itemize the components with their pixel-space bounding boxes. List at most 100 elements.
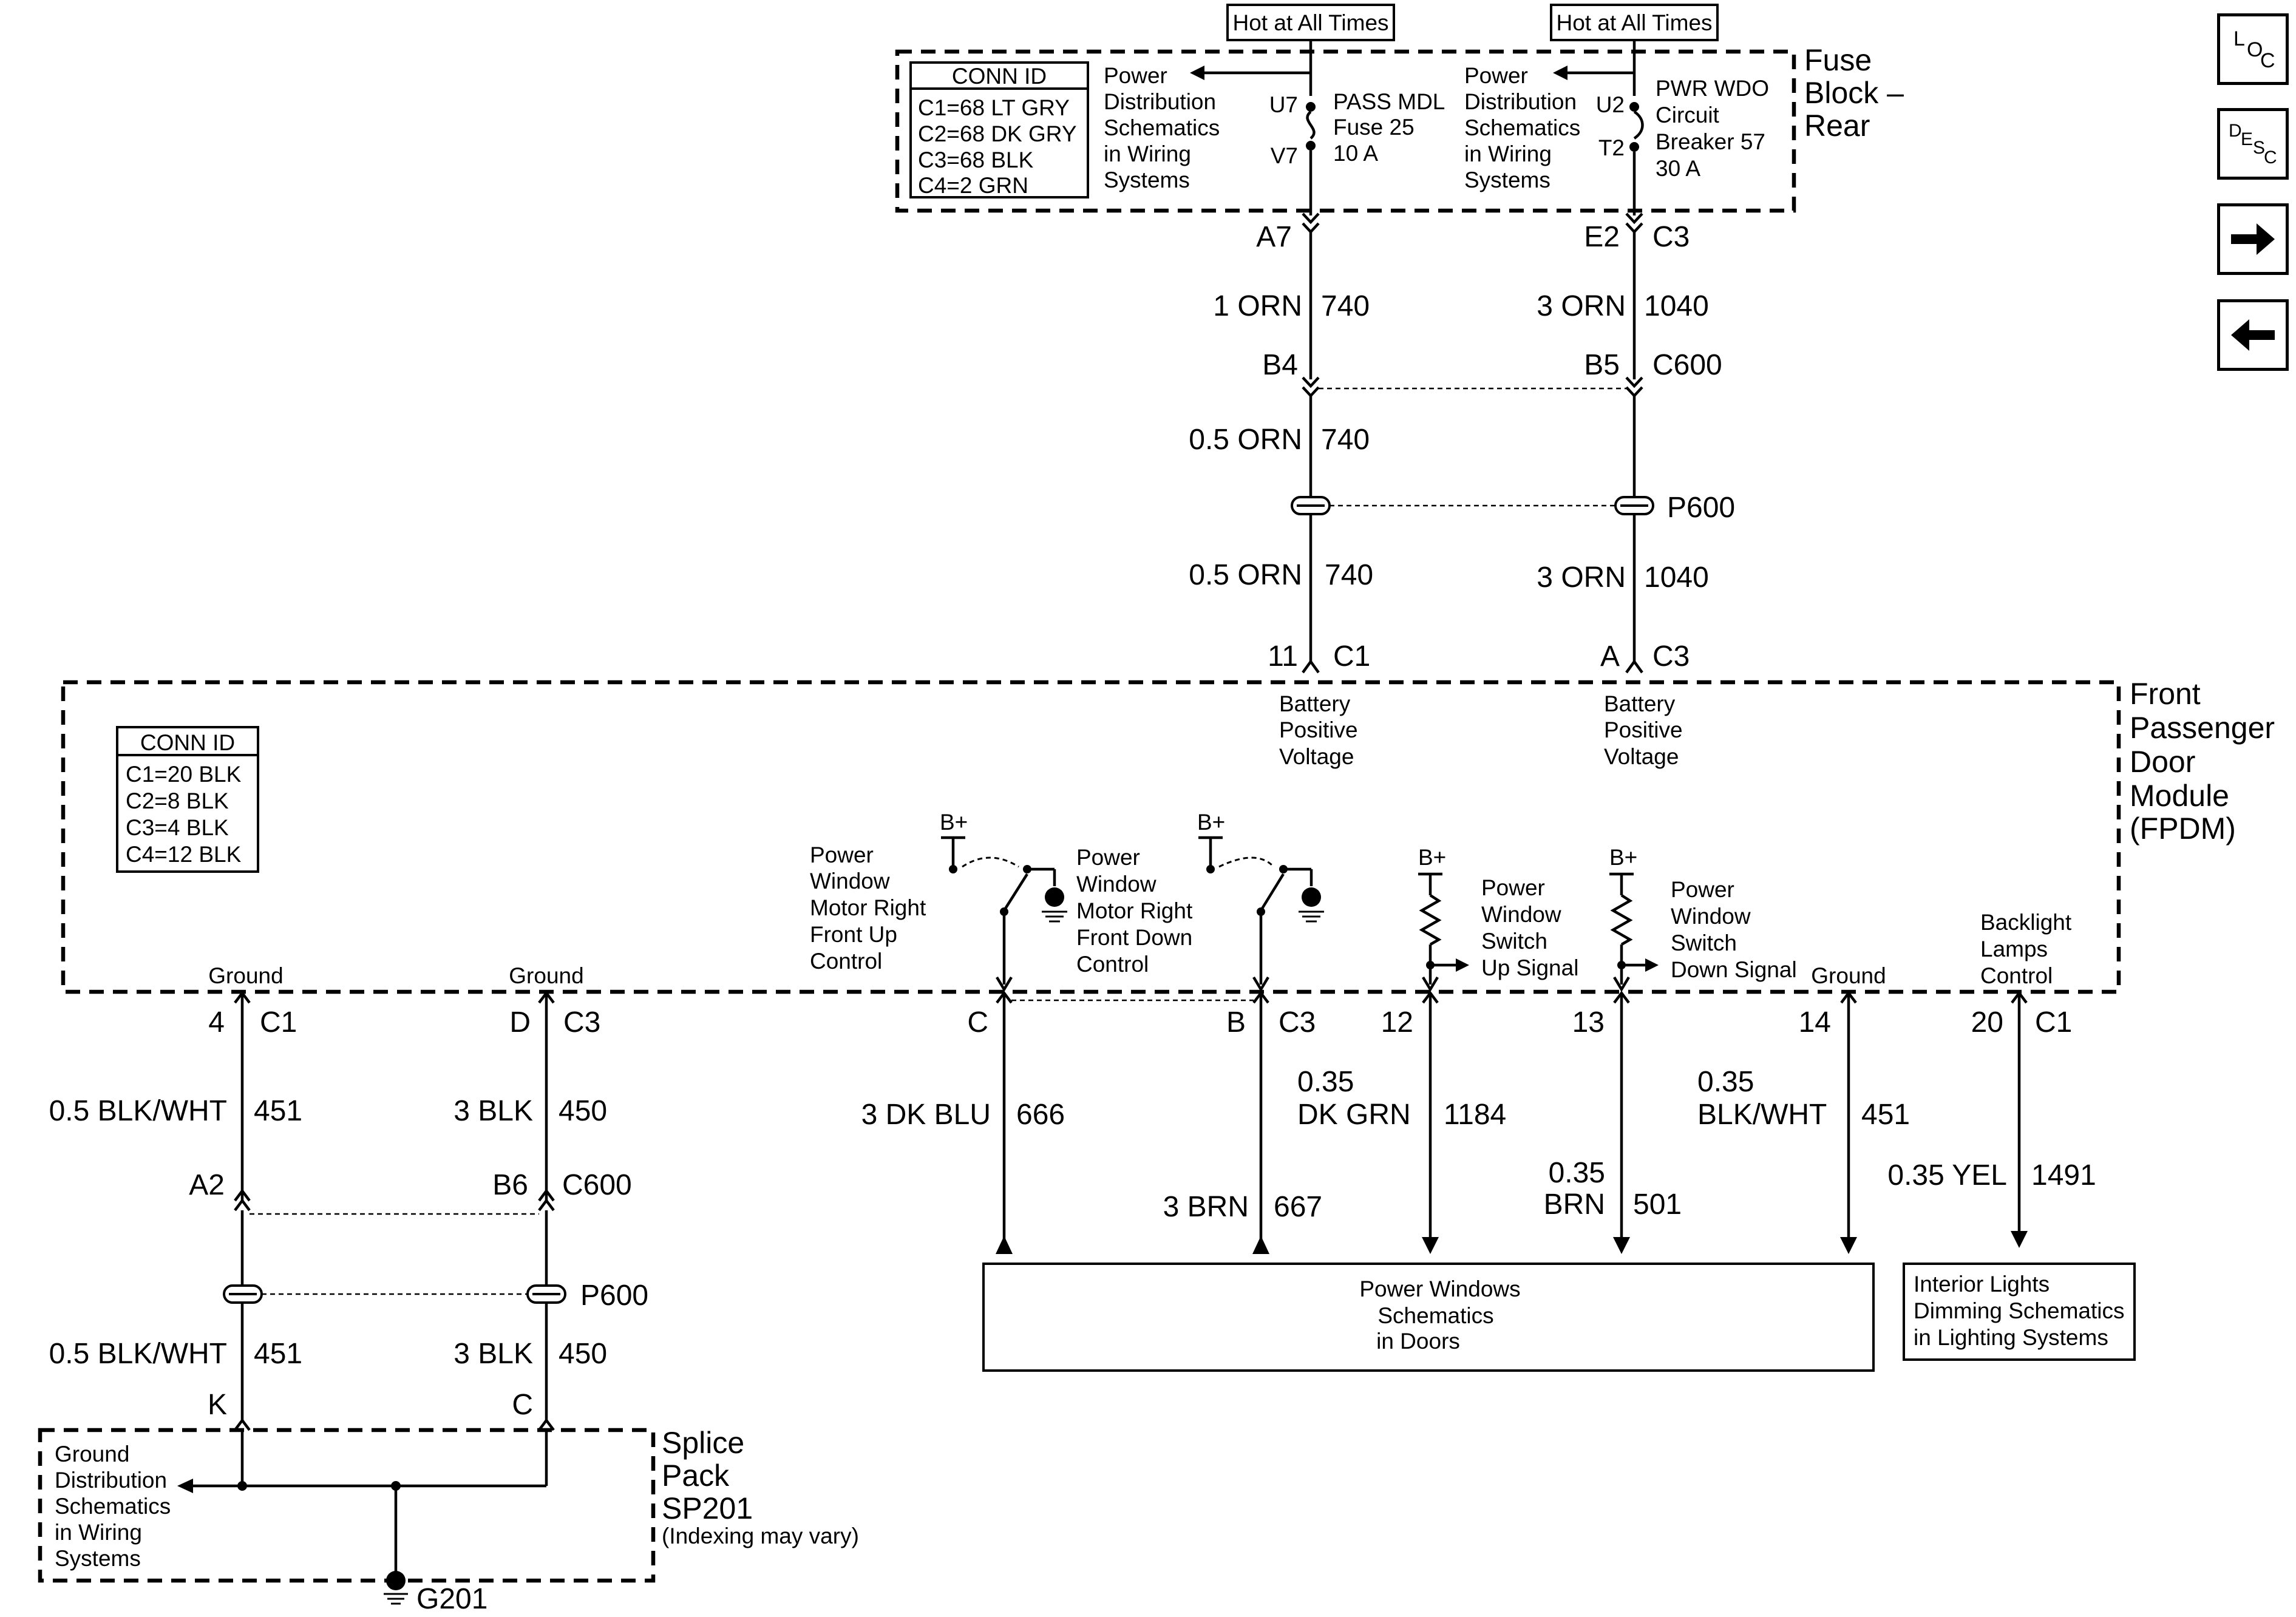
description-button[interactable]: D E S C xyxy=(2217,108,2289,180)
svg-text:Positive: Positive xyxy=(1604,717,1683,742)
lower-wire-labels: 4 C1 D C3 C B C3 12 13 14 20 C1 0.5 BLK/… xyxy=(49,1006,2096,1421)
ground-icon xyxy=(386,1571,406,1590)
arrow-down-icon xyxy=(1422,1237,1439,1254)
svg-text:Window: Window xyxy=(1076,872,1156,897)
svg-text:in Wiring: in Wiring xyxy=(55,1520,142,1545)
svg-text:C3: C3 xyxy=(1652,640,1690,673)
svg-text:Fuse 25: Fuse 25 xyxy=(1333,115,1415,140)
svg-text:C: C xyxy=(967,1006,988,1039)
svg-text:Systems: Systems xyxy=(55,1546,141,1571)
svg-text:DK GRN: DK GRN xyxy=(1297,1099,1411,1131)
svg-text:PASS MDL: PASS MDL xyxy=(1333,89,1445,114)
battery-positive-voltage-2: Battery Positive Voltage xyxy=(1604,691,1683,769)
arrow-up-icon xyxy=(1252,1236,1269,1254)
svg-text:450: 450 xyxy=(559,1338,607,1370)
svg-text:Schematics: Schematics xyxy=(55,1494,171,1519)
svg-text:Door: Door xyxy=(2130,745,2195,779)
svg-text:1040: 1040 xyxy=(1644,290,1709,322)
pwr-wdo-circuit-breaker: U2 T2 PWR WDO Circuit Breaker 57 30 A xyxy=(1553,40,1769,215)
svg-text:S: S xyxy=(2253,138,2265,158)
svg-text:4: 4 xyxy=(208,1006,225,1039)
interior-lights-dimming-box: Interior Lights Dimming Schematics in Li… xyxy=(1903,1263,2136,1361)
svg-text:T2: T2 xyxy=(1598,135,1625,160)
next-page-button[interactable] xyxy=(2217,203,2289,275)
svg-text:K: K xyxy=(208,1389,227,1421)
svg-text:Rear: Rear xyxy=(1804,109,1870,143)
svg-text:501: 501 xyxy=(1633,1188,1682,1221)
svg-text:Hot at All Times: Hot at All Times xyxy=(1232,10,1388,35)
svg-text:Breaker 57: Breaker 57 xyxy=(1656,129,1765,154)
svg-text:Pack: Pack xyxy=(662,1459,730,1493)
power-distribution-ref-1: Power Distribution Schematics in Wiring … xyxy=(1104,63,1220,192)
svg-text:Control: Control xyxy=(1076,952,1149,977)
svg-text:3 BLK: 3 BLK xyxy=(453,1095,533,1127)
svg-text:Interior Lights: Interior Lights xyxy=(1914,1272,2050,1297)
svg-text:B+: B+ xyxy=(1609,845,1637,870)
svg-text:Front Down: Front Down xyxy=(1076,925,1192,950)
svg-text:1 ORN: 1 ORN xyxy=(1213,290,1302,322)
svg-text:Front: Front xyxy=(2130,677,2201,711)
svg-text:Control: Control xyxy=(1980,963,2053,988)
svg-text:3 BLK: 3 BLK xyxy=(453,1338,533,1370)
resistor-icon xyxy=(1419,894,1442,946)
ground-label: Ground xyxy=(509,963,583,988)
location-button[interactable]: L O C xyxy=(2217,13,2289,85)
svg-text:Block –: Block – xyxy=(1804,76,1904,110)
svg-text:Window: Window xyxy=(1671,904,1751,929)
arrow-down-icon xyxy=(2011,1231,2028,1248)
p600-pass-through-upper xyxy=(1291,496,1654,515)
svg-text:0.5 ORN: 0.5 ORN xyxy=(1189,424,1302,456)
svg-text:Switch: Switch xyxy=(1481,929,1547,954)
svg-text:451: 451 xyxy=(1861,1099,1910,1131)
svg-text:SP201: SP201 xyxy=(662,1491,753,1525)
svg-text:Motor Right: Motor Right xyxy=(810,895,926,920)
svg-text:Power: Power xyxy=(1671,877,1734,902)
svg-text:Distribution: Distribution xyxy=(1464,89,1577,114)
svg-text:Hot at All Times: Hot at All Times xyxy=(1556,10,1712,35)
svg-text:Power: Power xyxy=(1104,63,1167,88)
svg-text:E2: E2 xyxy=(1584,221,1620,253)
svg-text:E: E xyxy=(2241,129,2253,149)
svg-text:C3=4 BLK: C3=4 BLK xyxy=(126,815,229,840)
fpdm-outline xyxy=(61,680,2121,994)
svg-text:Backlight: Backlight xyxy=(1980,910,2072,935)
svg-text:13: 13 xyxy=(1572,1006,1605,1039)
svg-text:C: C xyxy=(512,1389,533,1421)
svg-text:0.5 BLK/WHT: 0.5 BLK/WHT xyxy=(49,1095,227,1127)
svg-text:in Doors: in Doors xyxy=(1376,1329,1460,1354)
backlight-lamps-control-label: Backlight Lamps Control xyxy=(1980,910,2072,988)
svg-text:in Wiring: in Wiring xyxy=(1104,141,1191,166)
svg-text:C600: C600 xyxy=(562,1169,632,1201)
svg-text:PWR WDO: PWR WDO xyxy=(1656,76,1769,101)
fuse-block-conn-id: CONN ID C1=68 LT GRY C2=68 DK GRY C3=68 … xyxy=(909,61,1089,198)
svg-text:B: B xyxy=(1226,1006,1246,1039)
svg-text:Ground: Ground xyxy=(55,1442,129,1466)
upper-wire-labels: A7 E2 C3 1 ORN 740 3 ORN 1040 B4 B5 C600… xyxy=(1189,221,1735,673)
svg-text:1184: 1184 xyxy=(1444,1099,1506,1131)
svg-text:C1: C1 xyxy=(2035,1006,2072,1039)
svg-text:U2: U2 xyxy=(1596,92,1625,117)
svg-text:10 A: 10 A xyxy=(1333,141,1378,166)
svg-text:Power: Power xyxy=(1076,845,1140,870)
svg-text:C1: C1 xyxy=(1333,640,1370,673)
front-up-control-label: Power Window Motor Right Front Up Contro… xyxy=(810,842,926,974)
svg-text:Module: Module xyxy=(2130,779,2229,813)
svg-text:(Indexing may vary): (Indexing may vary) xyxy=(662,1524,859,1548)
front-down-relay-switch: B+ xyxy=(1197,810,1324,992)
svg-text:in Lighting Systems: in Lighting Systems xyxy=(1914,1325,2108,1350)
svg-text:451: 451 xyxy=(254,1095,302,1127)
svg-text:B+: B+ xyxy=(1418,845,1446,870)
svg-text:CONN ID: CONN ID xyxy=(952,64,1047,89)
svg-text:Power: Power xyxy=(810,842,874,867)
svg-text:0.35: 0.35 xyxy=(1297,1066,1354,1098)
svg-text:740: 740 xyxy=(1321,290,1370,322)
hot-at-all-times-tag-1: Hot at All Times xyxy=(1226,4,1395,41)
svg-text:C: C xyxy=(2260,49,2275,72)
circuit-breaker-icon xyxy=(1633,110,1644,140)
pass-mdl-fuse: U7 V7 PASS MDL Fuse 25 10 A xyxy=(1190,40,1445,215)
previous-page-button[interactable] xyxy=(2217,299,2289,371)
svg-text:C600: C600 xyxy=(1652,349,1722,381)
ground-distribution-ref: Ground Distribution Schematics in Wiring… xyxy=(55,1442,171,1571)
svg-text:3 BRN: 3 BRN xyxy=(1163,1191,1249,1223)
svg-text:B+: B+ xyxy=(940,810,968,835)
